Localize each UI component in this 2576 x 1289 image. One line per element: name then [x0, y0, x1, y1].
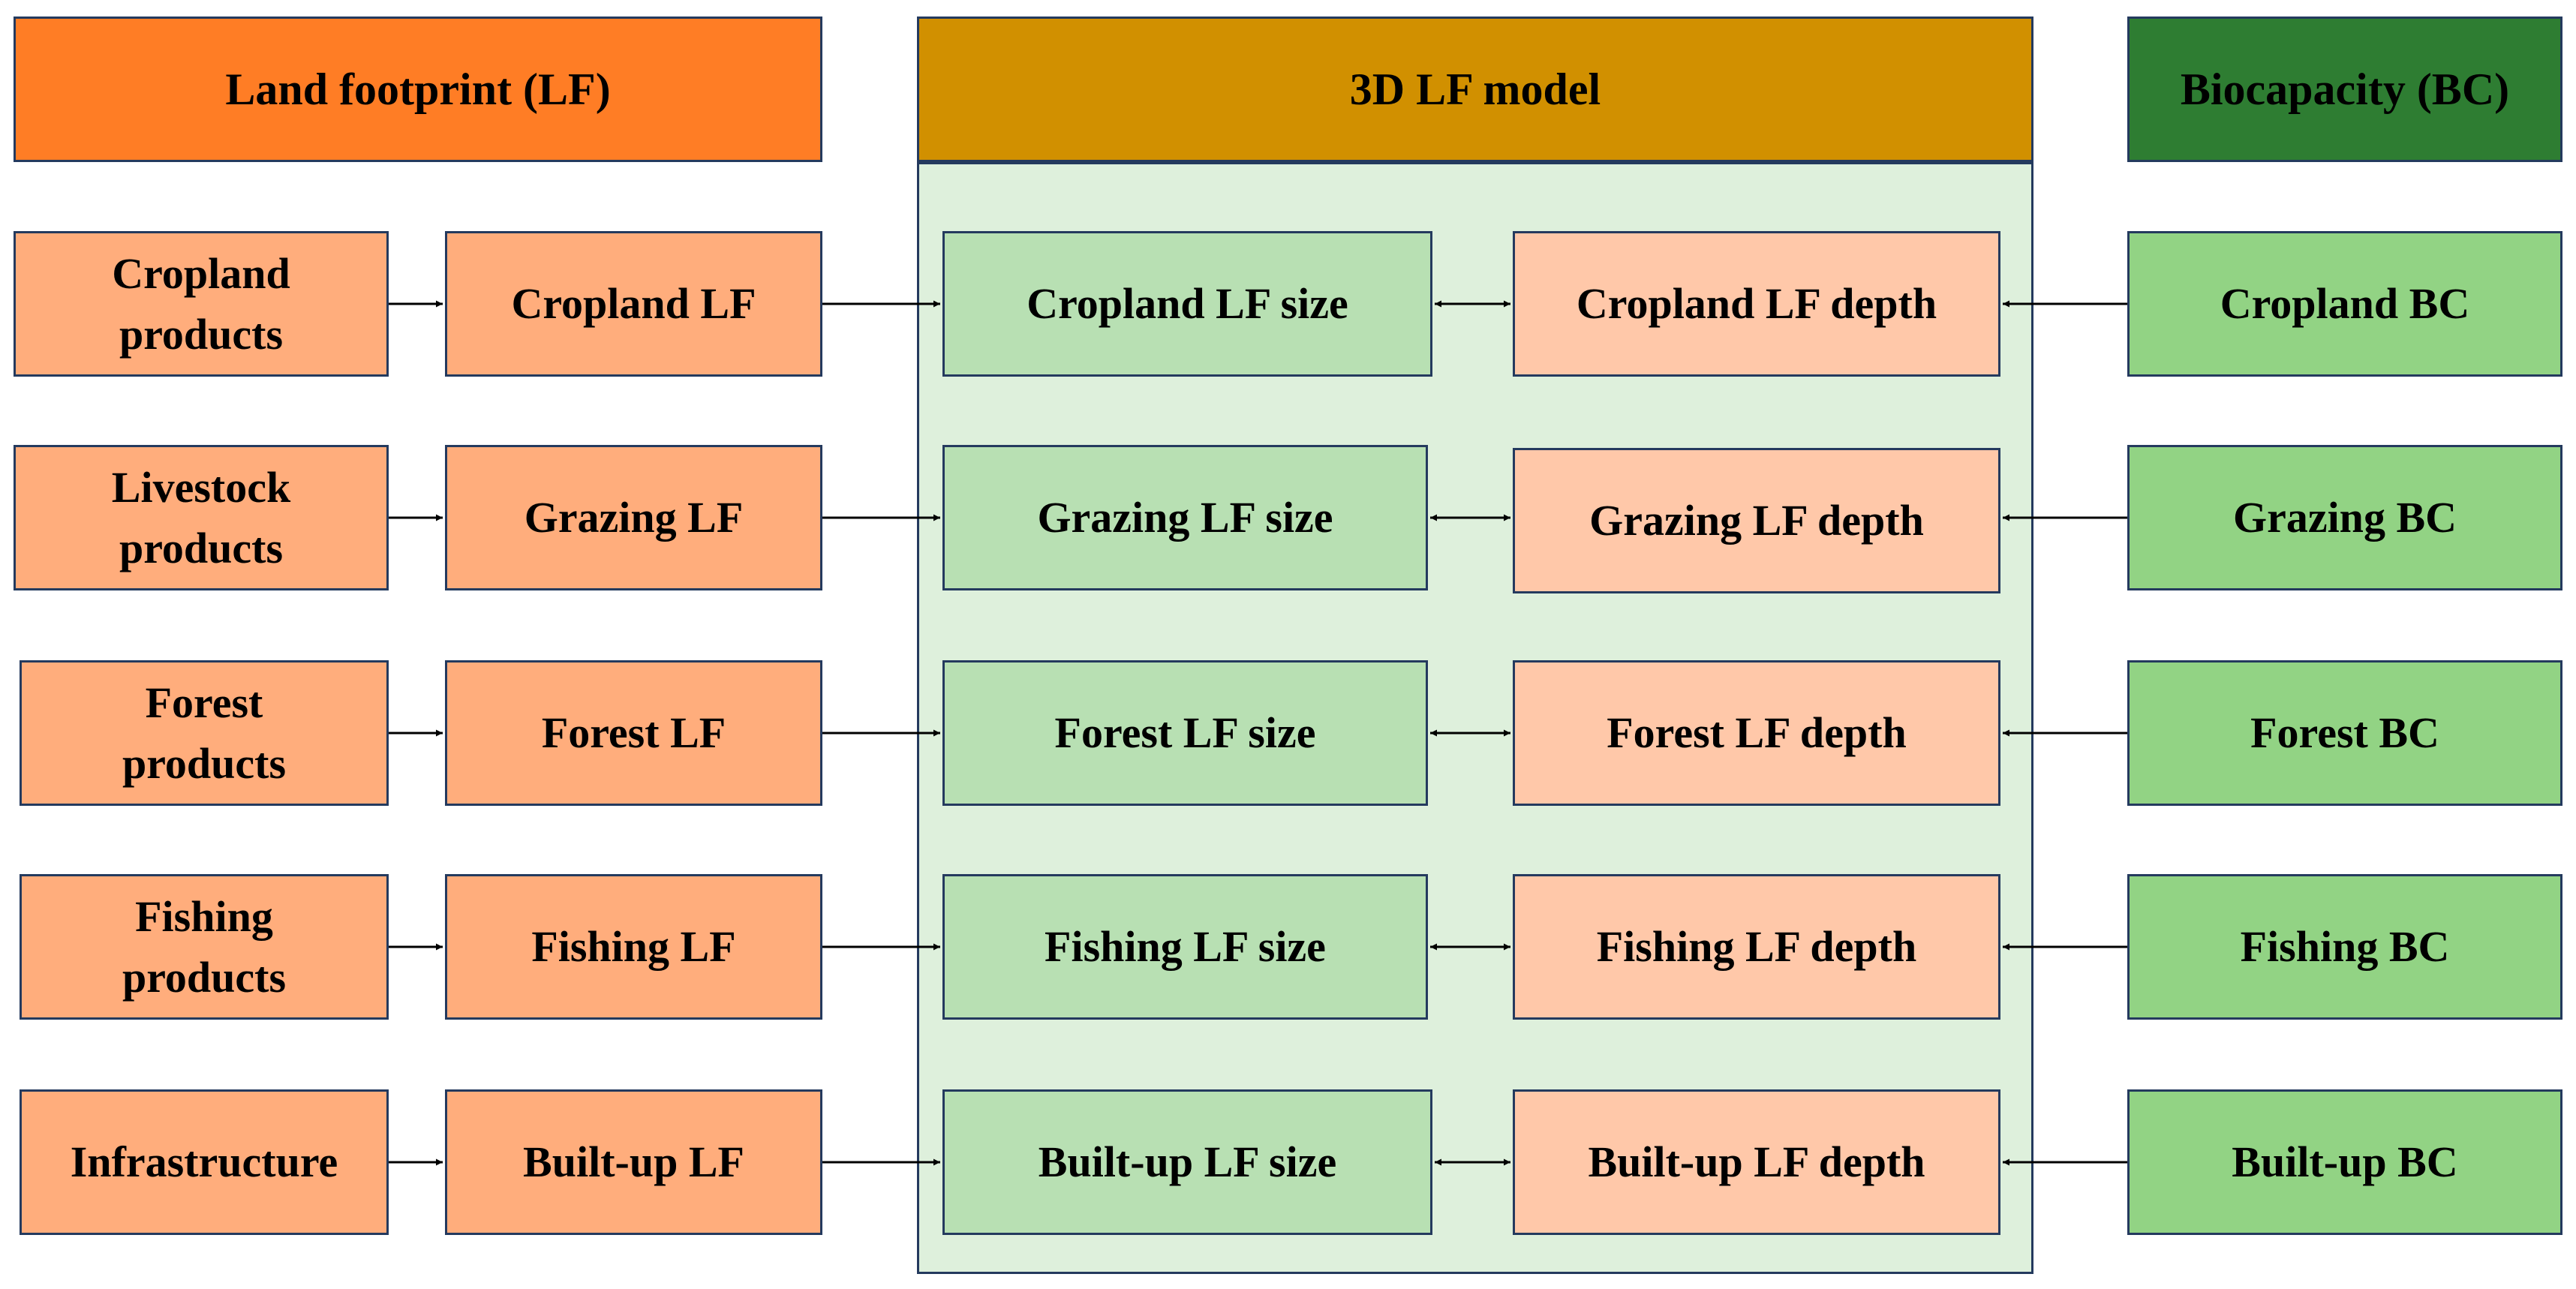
lf-size-node: Grazing LF size	[942, 445, 1428, 590]
bc-label: Cropland BC	[2220, 279, 2470, 329]
lf-node: Cropland LF	[445, 231, 822, 377]
lf-size-label: Cropland LF size	[1026, 279, 1348, 329]
lf-depth-node: Forest LF depth	[1513, 660, 2000, 806]
product-node: Fishing products	[20, 874, 389, 1020]
lf-depth-node: Grazing LF depth	[1513, 448, 2000, 593]
model-header: 3D LF model	[917, 17, 2033, 162]
land-footprint-header: Land footprint (LF)	[14, 17, 822, 162]
lf-label: Grazing LF	[524, 493, 744, 542]
bc-label: Fishing BC	[2240, 922, 2450, 972]
lf-label: Fishing LF	[531, 922, 736, 972]
lf-size-label: Forest LF size	[1054, 708, 1316, 758]
lf-node: Built-up LF	[445, 1089, 822, 1235]
lf-depth-label: Built-up LF depth	[1588, 1137, 1925, 1187]
bc-node: Grazing BC	[2127, 445, 2562, 590]
product-node: Infrastructure	[20, 1089, 389, 1235]
lf-size-node: Forest LF size	[942, 660, 1428, 806]
biocapacity-header: Biocapacity (BC)	[2127, 17, 2562, 162]
bc-node: Built-up BC	[2127, 1089, 2562, 1235]
lf-depth-label: Grazing LF depth	[1589, 496, 1924, 545]
bc-label: Grazing BC	[2232, 493, 2457, 542]
lf-node: Grazing LF	[445, 445, 822, 590]
product-label: Infrastructure	[70, 1137, 338, 1187]
bc-node: Cropland BC	[2127, 231, 2562, 377]
lf-label: Forest LF	[541, 708, 726, 758]
lf-label: Built-up LF	[523, 1137, 744, 1187]
lf-size-label: Grazing LF size	[1037, 493, 1333, 542]
product-node: Livestock products	[14, 445, 389, 590]
lf-depth-label: Fishing LF depth	[1596, 922, 1917, 972]
product-node: Forest products	[20, 660, 389, 806]
lf-depth-label: Cropland LF depth	[1576, 279, 1937, 329]
bc-label: Forest BC	[2250, 708, 2439, 758]
lf-size-node: Cropland LF size	[942, 231, 1432, 377]
lf-label: Cropland LF	[511, 279, 756, 329]
biocapacity-header-label: Biocapacity (BC)	[2180, 64, 2510, 114]
lf-depth-node: Fishing LF depth	[1513, 874, 2000, 1020]
lf-node: Forest LF	[445, 660, 822, 806]
lf-node: Fishing LF	[445, 874, 822, 1020]
lf-size-label: Fishing LF size	[1045, 922, 1326, 972]
bc-node: Forest BC	[2127, 660, 2562, 806]
bc-node: Fishing BC	[2127, 874, 2562, 1020]
product-node: Cropland products	[14, 231, 389, 377]
lf-size-label: Built-up LF size	[1038, 1137, 1337, 1187]
lf-depth-node: Cropland LF depth	[1513, 231, 2000, 377]
lf-depth-node: Built-up LF depth	[1513, 1089, 2000, 1235]
product-label: Forest products	[122, 678, 287, 788]
model-header-label: 3D LF model	[1349, 64, 1601, 114]
bc-label: Built-up BC	[2232, 1137, 2458, 1187]
lf-depth-label: Forest LF depth	[1607, 708, 1907, 758]
land-footprint-header-label: Land footprint (LF)	[225, 64, 611, 114]
product-label: Cropland products	[112, 248, 290, 359]
product-label: Fishing products	[122, 891, 287, 1002]
product-label: Livestock products	[111, 462, 291, 572]
lf-size-node: Fishing LF size	[942, 874, 1428, 1020]
lf-size-node: Built-up LF size	[942, 1089, 1432, 1235]
